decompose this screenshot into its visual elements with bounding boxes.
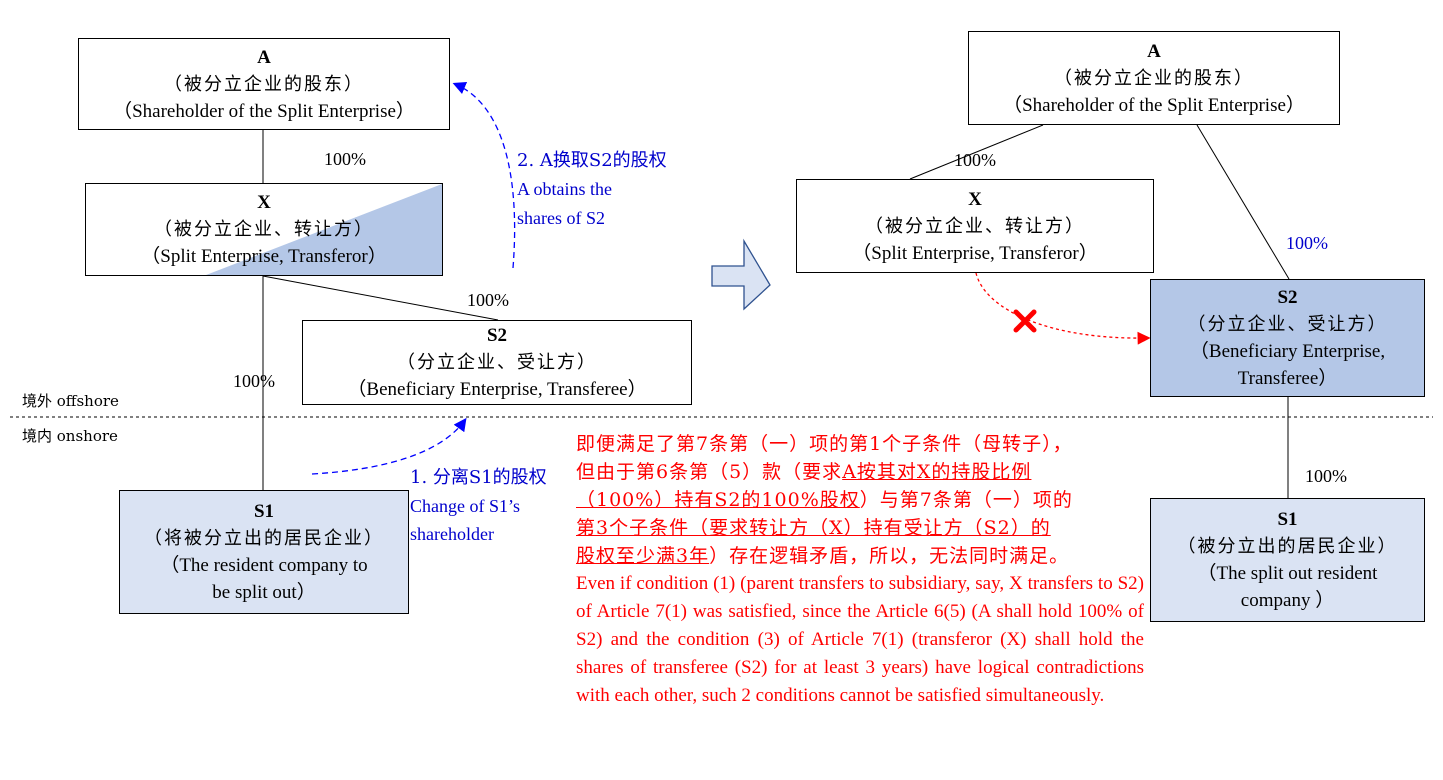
- left-x-en: （Split Enterprise, Transferor）: [141, 246, 387, 267]
- right-box-s2: S2 （分立企业、受让方） （Beneficiary Enterprise, T…: [1150, 279, 1425, 397]
- step1-zh: 1. 分离S1的股权: [410, 467, 547, 488]
- right-a-zh: （被分立企业的股东）: [1054, 67, 1254, 89]
- right-s2-zh: （分立企业、受让方）: [1187, 314, 1388, 335]
- right-box-s1: S1 （被分立出的居民企业） （The split out resident c…: [1150, 498, 1425, 622]
- left-box-a: A （被分立企业的股东） （Shareholder of the Split E…: [78, 38, 450, 130]
- cross-icon: [1013, 309, 1037, 333]
- note-zh4u: 第3个子条件（要求转让方（X）持有受让方（S2）的: [576, 517, 1051, 539]
- note-en: Even if condition (1) (parent transfers …: [576, 573, 1144, 706]
- left-pct-x-s1: 100%: [233, 371, 275, 391]
- step2-en2: shares of S2: [517, 208, 605, 228]
- note-zh2a: 但由于第6条第（5）款（要求: [576, 461, 843, 483]
- right-s2-name: S2: [1277, 287, 1298, 308]
- step1-en2: shareholder: [410, 524, 494, 544]
- note-zh-line5: 股权至少满3年）存在逻辑矛盾，所以，无法同时满足。: [576, 542, 1144, 570]
- note-zh3u: （100%）持有S2的100%股权: [576, 489, 860, 511]
- note-zh-line2: 但由于第6条第（5）款（要求A按其对X的持股比例: [576, 458, 1144, 486]
- broken-link-arrow: [975, 272, 1151, 345]
- left-box-s2: S2 （分立企业、受让方） （Beneficiary Enterprise, T…: [302, 320, 692, 405]
- left-a-name: A: [257, 46, 271, 68]
- right-x-name: X: [968, 188, 982, 210]
- offshore-label: 境外 offshore: [22, 392, 119, 410]
- left-s1-zh: （将被分立出的居民企业）: [144, 528, 384, 549]
- right-s2-en1: （Beneficiary Enterprise,: [1189, 341, 1386, 362]
- left-x-zh: （被分立企业、转让方）: [154, 219, 374, 240]
- left-s2-name: S2: [486, 325, 508, 346]
- right-s1-en2: company ）: [1240, 590, 1335, 611]
- explanation-note: 即便满足了第7条第（一）项的第1个子条件（母转子）， 但由于第6条第（5）款（要…: [576, 430, 1144, 710]
- right-x-en: （Split Enterprise, Transferor）: [852, 242, 1098, 264]
- note-zh-line1: 即便满足了第7条第（一）项的第1个子条件（母转子），: [576, 433, 1073, 455]
- step1-en1: Change of S1’s: [410, 496, 520, 516]
- right-pct-a-s2: 100%: [1286, 233, 1328, 253]
- left-x-name: X: [257, 192, 271, 213]
- note-zh2u: A按其对X的持股比例: [842, 461, 1032, 483]
- line-ra-x: [909, 124, 1044, 180]
- left-s1-en2: be split out）: [212, 582, 316, 603]
- left-a-en: （Shareholder of the Split Enterprise）: [113, 100, 415, 122]
- note-zh5u: 股权至少满3年: [576, 545, 710, 567]
- note-zh3b: ）与第7条第（一）项的: [859, 489, 1073, 511]
- note-zh-line3: （100%）持有S2的100%股权）与第7条第（一）项的: [576, 486, 1144, 514]
- note-zh5b: ）存在逻辑矛盾，所以，无法同时满足。: [709, 545, 1070, 567]
- step2-arrow: [452, 82, 516, 269]
- shaded-triangle: [206, 184, 442, 275]
- right-s1-zh: （被分立出的居民企业）: [1177, 536, 1398, 557]
- right-s1-en1: （The split out resident: [1197, 563, 1378, 584]
- line-ra-s2: [1196, 124, 1290, 280]
- right-a-name: A: [1147, 40, 1161, 62]
- step1-arrow: [311, 417, 467, 475]
- step2-en1: A obtains the: [517, 179, 612, 199]
- right-pct-s2-s1: 100%: [1305, 466, 1347, 486]
- left-box-s1: S1 （将被分立出的居民企业） （The resident company to…: [119, 490, 409, 614]
- note-zh: 即便满足了第7条第（一）项的第1个子条件（母转子）， 但由于第6条第（5）款（要…: [576, 430, 1144, 570]
- step1-label: 1. 分离S1的股权 Change of S1’s shareholder: [410, 464, 547, 548]
- left-pct-x-s2: 100%: [467, 290, 509, 310]
- note-zh-line4: 第3个子条件（要求转让方（X）持有受让方（S2）的: [576, 514, 1144, 542]
- left-a-zh: （被分立企业的股东）: [164, 73, 364, 95]
- onshore-label: 境内 onshore: [22, 427, 118, 445]
- transition-arrow: [711, 238, 771, 311]
- right-x-zh: （被分立企业、转让方）: [865, 215, 1085, 237]
- left-s2-en: （Beneficiary Enterprise, Transferee）: [347, 379, 647, 400]
- left-pct-a-x: 100%: [324, 149, 366, 169]
- right-s2-en2: Transferee）: [1237, 368, 1338, 389]
- left-s1-name: S1: [253, 501, 275, 522]
- left-s1-en1: （The resident company to: [160, 555, 368, 576]
- right-box-x: X （被分立企业、转让方） （Split Enterprise, Transfe…: [796, 179, 1154, 273]
- right-s1-name: S1: [1277, 509, 1298, 530]
- step2-zh: 2. A换取S2的股权: [517, 150, 667, 171]
- left-s2-zh: （分立企业、受让方）: [397, 352, 597, 373]
- right-pct-a-x: 100%: [954, 150, 996, 170]
- right-a-en: （Shareholder of the Split Enterprise）: [1003, 94, 1305, 116]
- left-box-x: X （被分立企业、转让方） （Split Enterprise, Transfe…: [85, 183, 443, 276]
- right-box-a: A （被分立企业的股东） （Shareholder of the Split E…: [968, 31, 1340, 125]
- line-x-s2: [262, 275, 499, 321]
- step2-label: 2. A换取S2的股权 A obtains the shares of S2: [517, 146, 667, 233]
